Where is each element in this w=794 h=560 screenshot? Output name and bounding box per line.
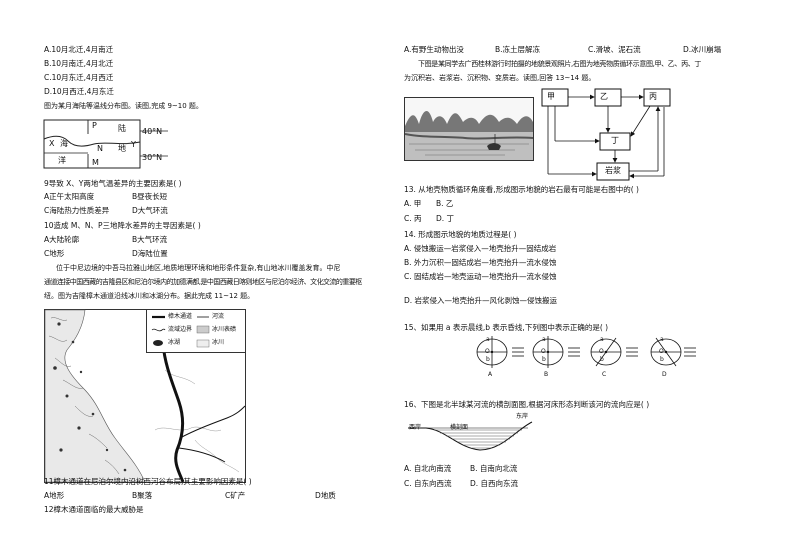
q8-option-b: B.10月南迁,4月北迁 <box>44 59 114 68</box>
q8-option-d: D.10月西迁,4月东迁 <box>44 87 114 96</box>
q15-option-label-b: B <box>544 371 549 378</box>
q15-stem: 15、如果用 a 表示晨线,b 表示昏线,下列图中表示正确的是( ) <box>404 323 609 332</box>
cycle-box-ding: 丁 <box>611 136 619 145</box>
q15-o-label-1: O <box>485 348 490 355</box>
q15-figures <box>476 336 696 368</box>
q10-option-a: A大陆轮廓 <box>44 235 80 244</box>
fig1-lat-40n: 40°N <box>142 127 163 136</box>
q16-stem: 16、下图是北半球某河流的横剖面图,根据河床形态判断该河的流向应是( ) <box>404 400 650 409</box>
q13-intro-line-2: 为沉积岩、岩浆岩、沉积物、变质岩。读图,回答 13~14 题。 <box>404 74 596 82</box>
legend-zhangmu-road: 樟木通道 <box>168 313 193 320</box>
legend-debris: 冰川表碛 <box>212 326 237 333</box>
q15-b-label-1: b <box>486 356 490 363</box>
legend-watershed: 流域边界 <box>168 326 193 333</box>
q16-option-b: B. 自南向北流 <box>470 464 518 473</box>
fig1-label-m: M <box>92 158 99 167</box>
cycle-box-bing: 丙 <box>649 92 657 101</box>
q13-option-a: A. 甲 <box>404 199 422 208</box>
q15-o-label-2: O <box>541 348 546 355</box>
q16-west-bank: 西岸 <box>409 424 422 431</box>
q12-option-a: A.有野生动物出没 <box>404 45 464 54</box>
q15-option-label-a: A <box>488 371 493 378</box>
q11-option-d: D地质 <box>315 491 336 500</box>
cycle-box-magma: 岩浆 <box>605 166 621 175</box>
q13-option-b: B. 乙 <box>436 199 454 208</box>
q14-option-c: C. 固结成岩—地壳运动—地壳抬升—流水侵蚀 <box>404 272 557 281</box>
q11-option-c: C矿产 <box>225 491 246 500</box>
q14-option-b: B. 外力沉积—固结成岩—地壳抬升—流水侵蚀 <box>404 258 557 267</box>
fig1-label-di: 地 <box>118 144 126 153</box>
q16-option-c: C. 自东向西流 <box>404 479 452 488</box>
q8-option-c: C.10月东迁,4月西迁 <box>44 73 114 82</box>
q15-a-label-1: a <box>486 336 490 343</box>
q10-option-c: C地形 <box>44 249 65 258</box>
map-legend: 樟木通道 河流 流域边界 冰川表碛 冰湖 冰川 <box>146 309 246 353</box>
q14-stem: 14. 形成图示地貌的地质过程是( ) <box>404 230 517 239</box>
fig1-label-hai: 海 <box>60 139 68 148</box>
q9-option-d: D大气环流 <box>132 206 168 215</box>
rock-cycle-diagram <box>541 88 671 181</box>
q15-o-label-3: O <box>599 348 604 355</box>
q15-a-label-3: a <box>600 336 604 343</box>
fig1-label-p: P <box>92 121 97 130</box>
q9-option-c: C海陆热力性质差异 <box>44 206 110 215</box>
q14-option-a: A. 侵蚀搬运—岩浆侵入—地壳抬升—固结成岩 <box>404 244 557 253</box>
q15-a-label-2: a <box>542 336 546 343</box>
q15-a-label-4: a <box>660 336 664 343</box>
q15-option-label-d: D <box>662 371 667 378</box>
legend-river: 河流 <box>212 313 225 320</box>
q13-option-d: D. 丁 <box>436 214 455 223</box>
q11-stem: 11樟木通道在尼泊尔境内沿树西河谷布局,其主要影响因素是( ) <box>44 477 252 486</box>
passage-line-2: 通道连接中国西藏的吉隆县区和尼泊尔境内的加德满都,是中国西藏日喀则地区与尼泊尔经… <box>44 278 362 286</box>
q12-stem: 12樟木通道面临的最大威胁是 <box>44 505 144 514</box>
river-cross-section <box>408 421 533 451</box>
q16-option-d: D. 自西向东流 <box>470 479 519 488</box>
q9-stem: 9导致 X、Y两地气温差异的主要因素是( ) <box>44 179 182 188</box>
q9-10-intro: 图为某月海陆等温线分布图。读图,完成 9~10 题。 <box>44 102 203 110</box>
q15-o-label-4: O <box>659 348 664 355</box>
passage-line-3: 纽。图为吉隆樟木通道沿线冰川和冰湖分布。据此完成 11~12 题。 <box>44 292 255 300</box>
legend-glacier: 冰川 <box>212 339 225 346</box>
q16-option-a: A. 自北向南流 <box>404 464 452 473</box>
glacier-lake-map <box>44 309 246 483</box>
q10-option-b: B大气环流 <box>132 235 168 244</box>
q16-east-bank: 东岸 <box>516 413 529 420</box>
q11-option-a: A地形 <box>44 491 65 500</box>
q8-option-a: A.10月北迁,4月南迁 <box>44 45 114 54</box>
q13-intro-line-1: 下图是某同学去广西桂林游行时拍摄的地貌景观照片,右图为地壳物质循环示意图,甲、乙… <box>418 60 702 68</box>
fig1-lat-30n: 30°N <box>142 153 163 162</box>
q12-option-c: C.滑坡、泥石流 <box>588 45 641 54</box>
q16-section-label: 横剖面 <box>450 424 469 431</box>
q10-stem: 10造成 M、N、P三地降水差异的主导因素是( ) <box>44 221 201 230</box>
q13-option-c: C. 丙 <box>404 214 422 223</box>
q10-option-d: D海陆位置 <box>132 249 168 258</box>
q11-option-b: B聚落 <box>132 491 153 500</box>
fig1-label-yang: 洋 <box>58 156 66 165</box>
cycle-box-yi: 乙 <box>600 92 608 101</box>
fig1-label-lu: 陆 <box>118 124 126 133</box>
fig1-label-x: X <box>49 139 55 148</box>
q14-option-d: D. 岩浆侵入—地壳抬升—风化剥蚀—侵蚀搬运 <box>404 296 558 305</box>
cycle-box-jia: 甲 <box>547 92 555 101</box>
q12-option-d: D.冰川崩塌 <box>683 45 722 54</box>
q12-option-b: B.冻土层解冻 <box>495 45 541 54</box>
fig1-label-n: N <box>97 144 103 153</box>
isotherm-figure <box>43 119 168 169</box>
q15-b-label-3: b <box>600 356 604 363</box>
q13-stem: 13. 从地壳物质循环角度看,形成图示地貌的岩石最有可能是右图中的( ) <box>404 185 639 194</box>
passage-line-1: 位于中尼边境的中吾马拉雅山地区,地质地理环境和地形条件复杂,有山地冰川覆盖发育。… <box>56 264 341 272</box>
q15-b-label-4: b <box>660 356 664 363</box>
legend-glacier-lake: 冰湖 <box>168 339 181 346</box>
q9-option-b: B昼夜长短 <box>132 192 168 201</box>
q9-option-a: A正午太阳高度 <box>44 192 95 201</box>
q15-option-label-c: C <box>602 371 607 378</box>
karst-photo <box>404 97 534 161</box>
fig1-label-y: Y <box>131 140 136 149</box>
q15-b-label-2: b <box>542 356 546 363</box>
